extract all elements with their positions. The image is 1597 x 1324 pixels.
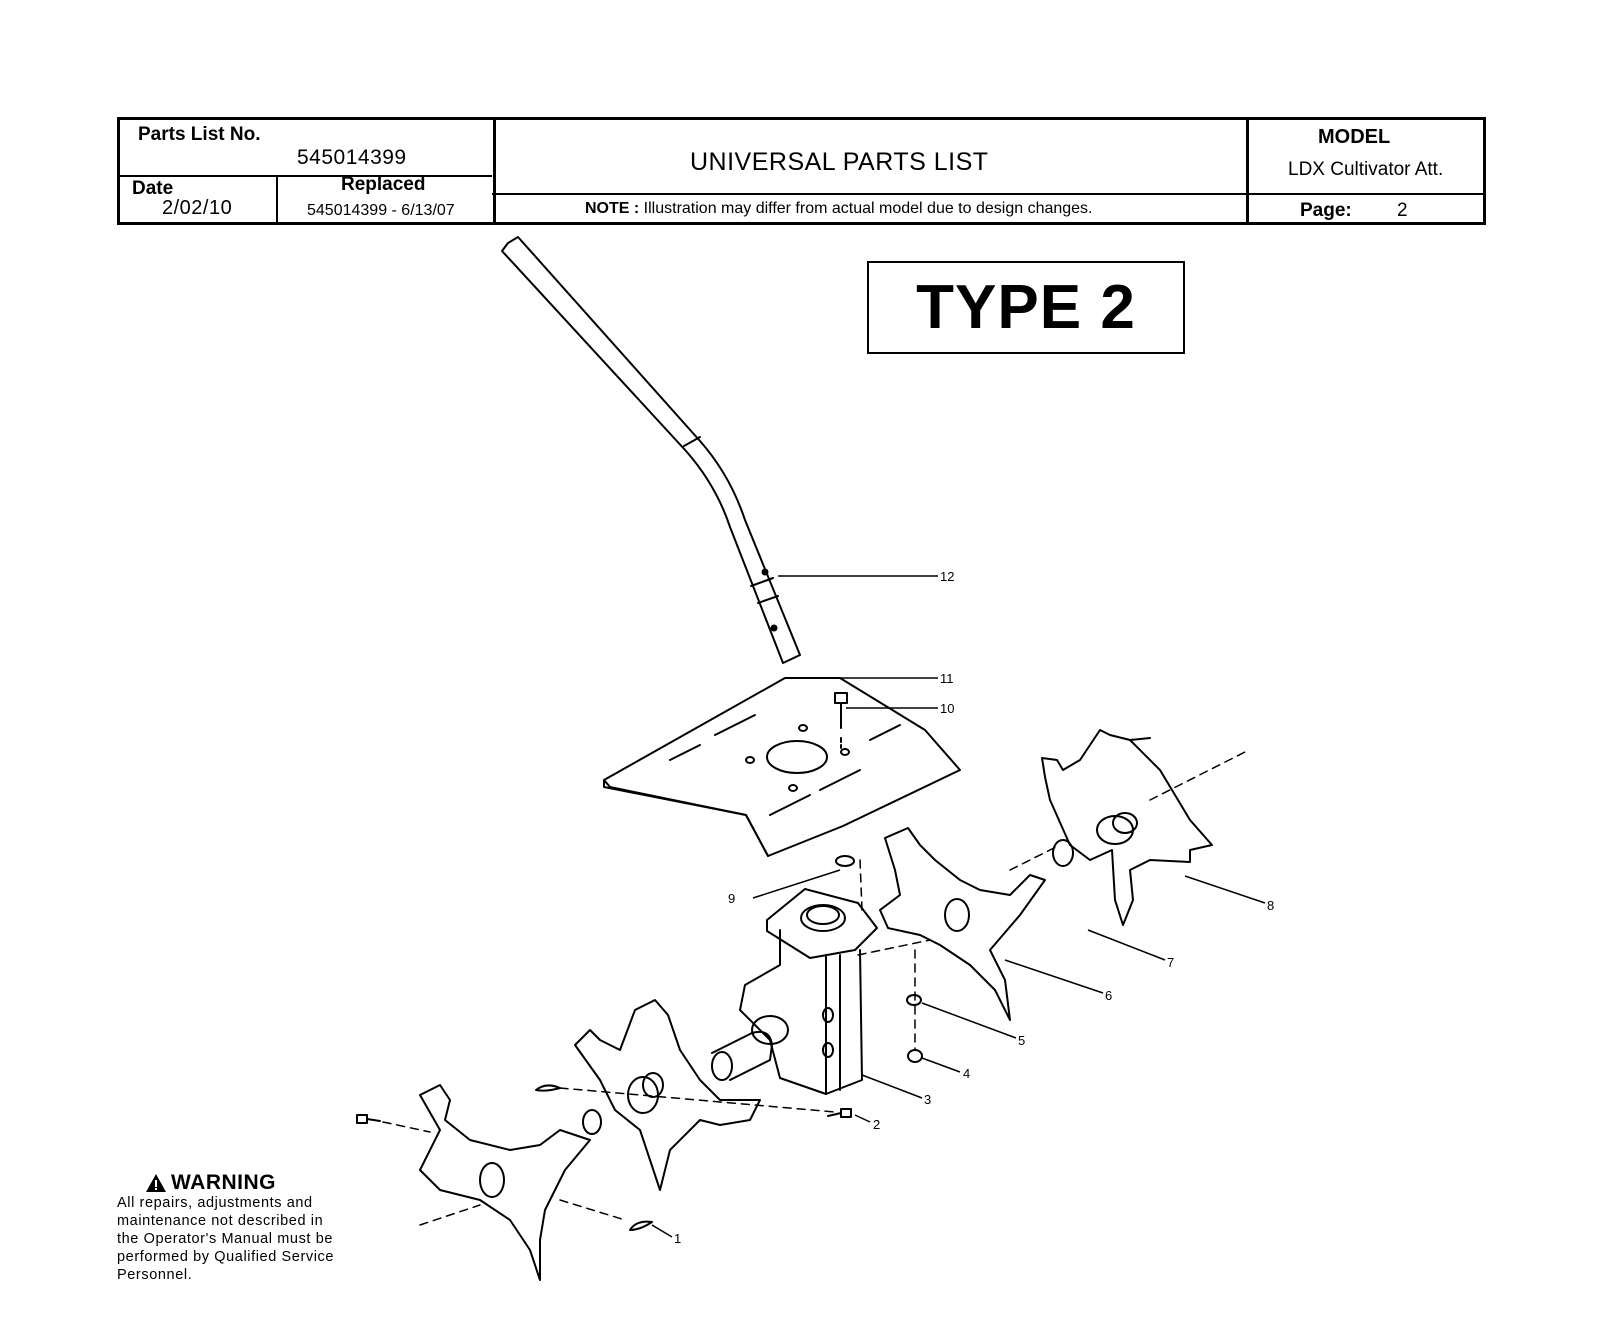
replaced-value: 545014399 - 6/13/07 [307,202,455,219]
warning-triangle-icon [146,1174,166,1192]
gearbox [711,888,878,1095]
callout-8: 8 [1267,898,1274,913]
bolt-1-left [356,1114,381,1124]
note-label: NOTE : [585,200,640,217]
callout-9: 9 [728,891,735,906]
handle-tube [501,236,801,664]
note: NOTE : Illustration may differ from actu… [585,200,1093,218]
callout-3: 3 [924,1092,931,1107]
shield-plate [603,677,961,857]
callout-5: 5 [1018,1033,1025,1048]
document-title: UNIVERSAL PARTS LIST [690,148,989,176]
model-value: LDX Cultivator Att. [1288,159,1444,180]
callout-10: 10 [940,701,954,716]
washer-9 [835,855,855,867]
warning-title: WARNING [145,1172,377,1194]
bolt-10 [834,692,848,749]
note-text: Illustration may differ from actual mode… [639,200,1093,217]
callout-11: 11 [940,671,954,686]
callout-4: 4 [963,1066,970,1081]
warning-line-4: performed by Qualified Service [117,1249,335,1265]
cotter-pin-upper [535,1084,561,1092]
washer-7 [1052,839,1074,867]
header-table: Parts List No. 545014399 Date 2/02/10 Re… [117,117,1486,225]
tine-6 [879,827,1046,1021]
warning-line-3: the Operator's Manual must be [117,1231,334,1247]
type-label: TYPE 2 [867,261,1185,354]
warning-line-5: Personnel. [117,1267,193,1283]
parts-list-label: Parts List No. [138,124,261,145]
washer-5 [906,994,922,1006]
page-number: 2 [1397,200,1408,221]
callout-12: 12 [940,569,954,584]
date-label: Date [132,178,174,199]
callout-2: 2 [873,1117,880,1132]
nut-4 [907,1049,923,1063]
date-value: 2/02/10 [162,197,233,219]
model-label: MODEL [1318,126,1391,148]
bolt-2 [827,1108,852,1118]
cotter-pin-1 [629,1220,653,1231]
tine-8 [1041,729,1213,926]
callout-6: 6 [1105,988,1112,1003]
tine-left-front [419,1084,591,1281]
warning-title-text: WARNING [171,1171,276,1194]
page-label: Page: [1300,200,1352,221]
callout-7: 7 [1167,955,1174,970]
warning-notice: WARNING All repairs, adjustments and mai… [117,1172,377,1284]
callout-1: 1 [674,1231,681,1246]
tine-left-middle [574,999,761,1191]
warning-line-1: All repairs, adjustments and [117,1195,313,1211]
washer-front [582,1109,602,1135]
replaced-label: Replaced [341,174,426,195]
parts-list-number: 545014399 [297,146,407,169]
warning-line-2: maintenance not described in [117,1213,324,1229]
